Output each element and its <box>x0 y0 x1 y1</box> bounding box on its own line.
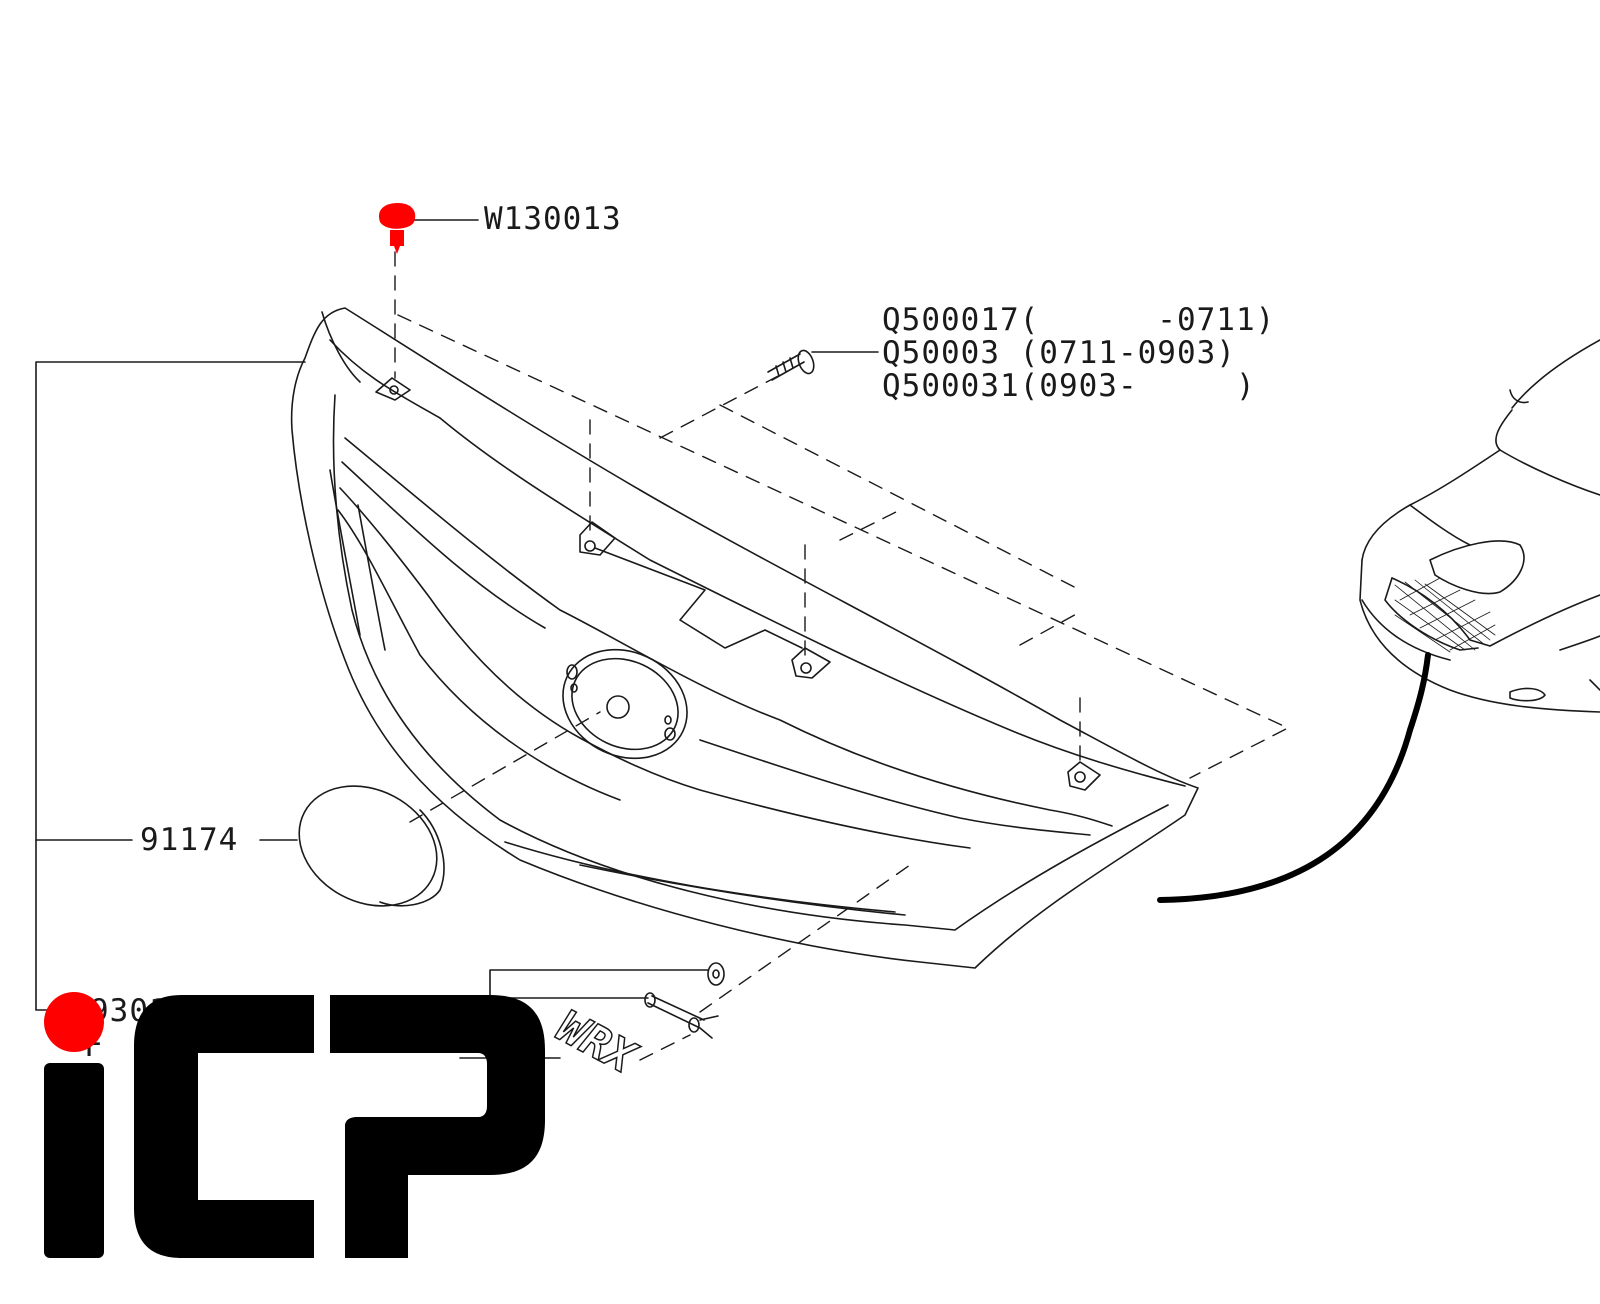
leader-line <box>35 361 306 1011</box>
badge-nut-hole <box>712 969 720 979</box>
part-label-badge-note: F <box>84 1028 104 1064</box>
part-label-screw-2: Q50003 (0711-0903) <box>882 335 1236 371</box>
grille-top-edge <box>329 339 1186 787</box>
mount-hole <box>584 540 596 552</box>
emblem-badge-thickness <box>379 809 445 907</box>
grille-side <box>329 469 361 636</box>
part-label-badge: 9301 <box>90 993 169 1029</box>
screw-head <box>797 349 815 375</box>
mount-hole <box>800 662 812 674</box>
grille-outline <box>290 307 1199 969</box>
assembly-dash <box>409 711 601 823</box>
grille-slat <box>341 461 546 629</box>
grille-side <box>357 504 386 651</box>
emblem-mount-hole <box>664 715 672 725</box>
clip-icon <box>378 203 416 254</box>
badge-nut <box>707 962 725 986</box>
grille-slat <box>344 437 1113 827</box>
assembly-dash <box>839 509 901 541</box>
assembly-dash <box>719 404 1081 591</box>
wrx-badge: WRX <box>548 1000 646 1085</box>
grille-inner-frame <box>332 394 1169 931</box>
mount-hole <box>1074 771 1086 783</box>
mount-tab <box>1067 761 1101 791</box>
car-leader-curve <box>1157 652 1431 903</box>
emblem-mount-hole <box>664 727 676 741</box>
leader-line <box>489 969 709 1001</box>
part-label-screw-1: Q500017( -0711) <box>882 302 1276 338</box>
grille-top-edge-2 <box>321 311 361 383</box>
part-label-screw-3: Q500031(0903- ) <box>882 368 1256 404</box>
badge-stud-head <box>644 992 656 1008</box>
mount-tab <box>791 647 831 679</box>
part-label-clip: W130013 <box>484 201 622 237</box>
assembly-dash <box>659 374 781 439</box>
emblem-mount-hole <box>570 683 578 693</box>
assembly-dash <box>639 1034 691 1061</box>
badge-stud <box>647 995 719 1039</box>
emblem-badge <box>298 785 438 907</box>
emblem-housing <box>562 648 688 760</box>
emblem-housing-inner <box>571 657 679 751</box>
badge-stud-head <box>688 1017 700 1033</box>
grille-slat <box>579 864 906 916</box>
svg-text:WRX: WRX <box>549 1001 645 1085</box>
emblem-mount-hole <box>566 664 578 680</box>
mount-tab <box>375 377 411 401</box>
emblem-mount-center <box>606 695 630 719</box>
grille-slat <box>339 487 971 849</box>
grille-slat <box>699 739 1091 836</box>
part-label-emblem: 91174 <box>140 822 239 858</box>
car-inset <box>1359 339 1600 713</box>
grille-upper-plate <box>594 547 803 649</box>
assembly-dash <box>1019 611 1081 646</box>
mount-hole <box>389 385 399 395</box>
screw-shank <box>767 353 805 381</box>
assembly-dash <box>699 864 911 1013</box>
grille-slat <box>337 509 621 801</box>
car-grille-mesh <box>1394 577 1496 653</box>
